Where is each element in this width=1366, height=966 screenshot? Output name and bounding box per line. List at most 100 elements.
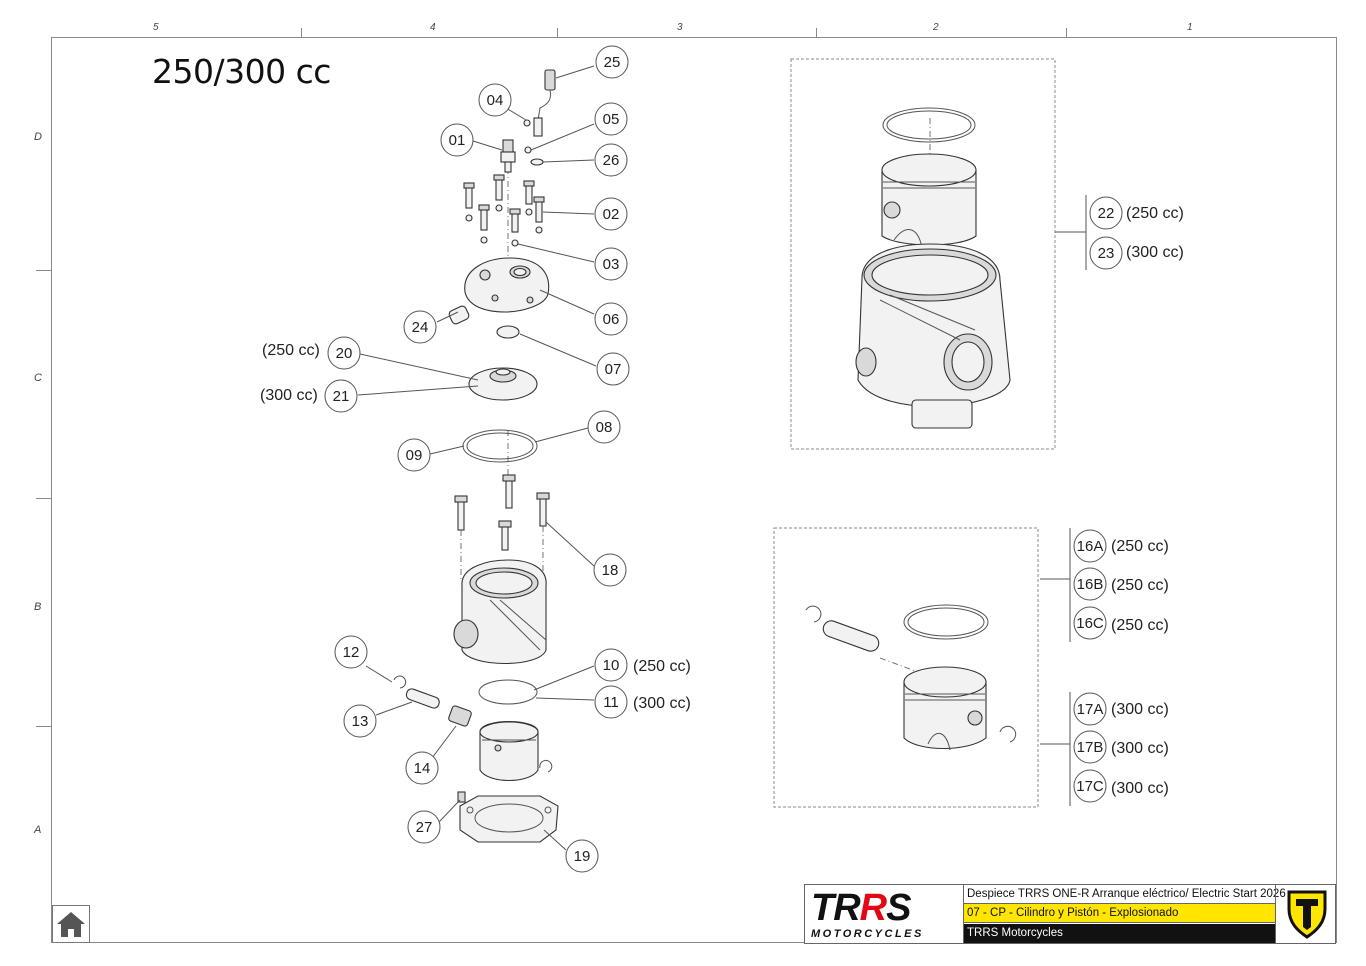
variant-note-300: (300 cc) — [1111, 701, 1169, 718]
svg-text:16A: 16A — [1077, 538, 1104, 555]
svg-text:08: 08 — [596, 419, 613, 436]
zone-row-a: A — [34, 824, 42, 836]
drawing-description: Despiece TRRS ONE-R Arranque eléctrico/ … — [964, 885, 1286, 904]
brand-logo: TRRS MOTORCYCLES — [805, 885, 964, 943]
variant-note-300: (300 cc) — [1126, 244, 1184, 261]
dowel-pin-part — [457, 791, 466, 803]
svg-text:24: 24 — [412, 319, 429, 336]
callout-bubble-09: 09 — [397, 438, 431, 472]
callout-bubble-07: 07 — [596, 352, 630, 386]
callout-bubble-04: 04 — [478, 83, 512, 117]
svg-text:13: 13 — [352, 713, 369, 730]
washer-part — [523, 119, 531, 127]
callout-bubble-14: 14 — [405, 751, 439, 785]
trrs-shield-icon — [1275, 885, 1337, 943]
variant-note-300: (300 cc) — [633, 695, 691, 712]
svg-text:12: 12 — [343, 644, 360, 661]
kit-piston-ring-part — [903, 604, 989, 640]
zone-tick — [1066, 28, 1067, 37]
base-gasket-part — [459, 795, 559, 843]
svg-text:09: 09 — [406, 447, 423, 464]
svg-text:23: 23 — [1098, 245, 1115, 262]
variant-note-300: (300 cc) — [260, 387, 318, 404]
svg-text:04: 04 — [487, 92, 504, 109]
callout-bubble-17b: 17B — [1073, 730, 1107, 764]
temperature-sensor-part — [533, 69, 556, 137]
zone-col-5: 5 — [153, 22, 159, 33]
variant-note-300: (300 cc) — [1111, 780, 1169, 797]
callout-bubble-20: 20 — [327, 336, 361, 370]
svg-text:11: 11 — [603, 694, 619, 711]
callout-bubble-08: 08 — [587, 410, 621, 444]
zone-tick — [36, 270, 51, 271]
svg-text:25: 25 — [604, 54, 621, 71]
svg-text:19: 19 — [574, 848, 591, 865]
callout-bubble-25: 25 — [595, 45, 629, 79]
zone-row-c: C — [34, 372, 42, 384]
callout-bubble-10: 10 — [594, 648, 628, 682]
o-ring-part — [496, 325, 520, 339]
cylinder-kit-box — [790, 58, 1056, 450]
callout-bubble-17c: 17C — [1073, 769, 1107, 803]
combustion-chamber-insert-part — [468, 367, 538, 401]
callout-bubble-05: 05 — [594, 102, 628, 136]
svg-text:14: 14 — [414, 760, 431, 777]
needle-bearing-part — [448, 705, 472, 727]
callout-bubble-18: 18 — [593, 553, 627, 587]
zone-tick — [816, 28, 817, 37]
zone-col-4: 4 — [430, 22, 436, 33]
variant-note-250: (250 cc) — [1111, 577, 1169, 594]
variant-note-250: (250 cc) — [262, 342, 320, 359]
brand-wordmark: TRRS — [811, 887, 911, 929]
plug-part — [448, 305, 470, 325]
head-gasket-part — [466, 432, 534, 460]
head-bolts-part — [463, 174, 545, 247]
company-name: TRRS Motorcycles — [964, 924, 1275, 943]
variant-note-250: (250 cc) — [1111, 617, 1169, 634]
variant-note-300: (300 cc) — [1111, 740, 1169, 757]
svg-text:16C: 16C — [1076, 615, 1104, 632]
o-ring-part — [530, 158, 544, 166]
svg-text:16B: 16B — [1077, 576, 1104, 593]
callout-bubble-11: 11 — [594, 685, 628, 719]
callout-bubble-23: 23 — [1089, 236, 1123, 270]
callout-bubble-02: 02 — [594, 197, 628, 231]
svg-text:27: 27 — [416, 819, 433, 836]
svg-text:01: 01 — [449, 132, 466, 149]
piston-part — [479, 720, 539, 781]
svg-text:06: 06 — [603, 311, 620, 328]
variant-note-250: (250 cc) — [1126, 205, 1184, 222]
kit-bracket — [1055, 195, 1087, 270]
piston-ring-part — [478, 679, 538, 705]
cylinder-head-part — [464, 257, 550, 313]
kit-circlip-part — [805, 605, 822, 623]
zone-row-b: B — [34, 601, 42, 613]
zone-tick — [36, 726, 51, 727]
variant-note-250: (250 cc) — [1111, 538, 1169, 555]
circlip-part — [539, 759, 553, 773]
callout-bubble-22: 22 — [1089, 196, 1123, 230]
kit-piston-pin-part — [822, 620, 880, 652]
zone-col-2: 2 — [933, 22, 939, 33]
callout-bubble-03: 03 — [594, 247, 628, 281]
svg-text:17A: 17A — [1077, 701, 1104, 718]
callout-leaders — [357, 65, 597, 851]
head-gasket-part — [462, 429, 538, 463]
home-icon — [57, 912, 85, 937]
svg-text:22: 22 — [1098, 205, 1115, 222]
svg-text:05: 05 — [603, 111, 620, 128]
page-title: 250/300 cc — [152, 52, 331, 91]
kit-piston-ring-part — [882, 107, 976, 143]
brand-subtitle: MOTORCYCLES — [811, 928, 924, 940]
svg-text:07: 07 — [605, 361, 622, 378]
cylinder-studs-part — [454, 474, 550, 551]
svg-text:02: 02 — [603, 206, 620, 223]
svg-text:26: 26 — [603, 152, 620, 169]
kit-bracket — [1040, 528, 1071, 642]
title-block-rows: Despiece TRRS ONE-R Arranque eléctrico/ … — [964, 885, 1286, 943]
home-button[interactable] — [52, 905, 90, 943]
svg-text:20: 20 — [336, 345, 353, 362]
callout-bubble-16c: 16C — [1073, 606, 1107, 640]
kit-piston-part — [881, 153, 977, 249]
